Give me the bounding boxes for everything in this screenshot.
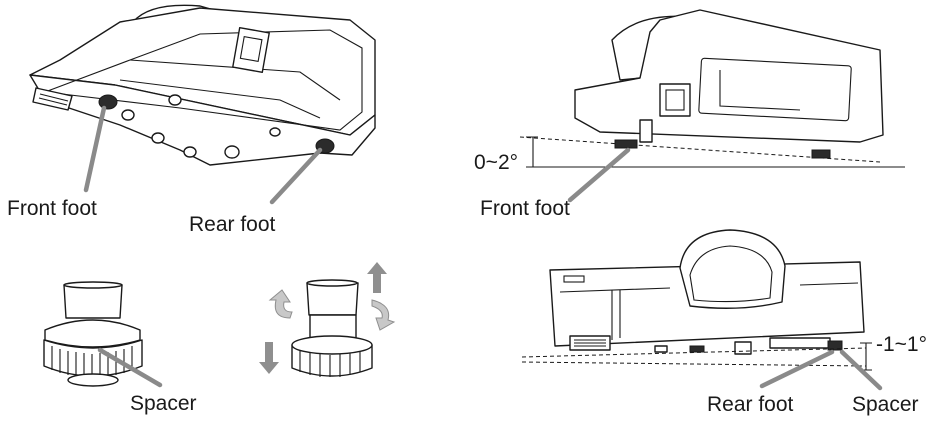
spacer-leader-left <box>97 347 163 388</box>
spacer-leader-right <box>839 349 883 391</box>
front-foot-leader-left <box>83 105 107 193</box>
projector-side-illustration <box>519 9 905 168</box>
rear-foot-leader-right <box>759 349 835 389</box>
foot-closeup-illustration <box>43 281 143 387</box>
projector-front-illustration <box>521 229 872 371</box>
spacer-label-right: Spacer <box>852 393 919 416</box>
front-foot-label-left: Front foot <box>7 197 97 220</box>
rear-foot-label-left: Rear foot <box>189 213 276 236</box>
front-foot-label-right: Front foot <box>480 197 570 220</box>
tilt-angle-label-bottom: -1~1° <box>876 333 928 356</box>
front-foot-leader-right <box>567 147 631 203</box>
tilt-angle-label-top: 0~2° <box>474 151 519 174</box>
rear-foot-leader-left <box>269 147 323 205</box>
rear-foot-label-right: Rear foot <box>707 393 794 416</box>
foot-rotation-illustration <box>259 262 396 377</box>
projector-underside-illustration <box>29 4 376 166</box>
spacer-label-left: Spacer <box>130 392 197 415</box>
